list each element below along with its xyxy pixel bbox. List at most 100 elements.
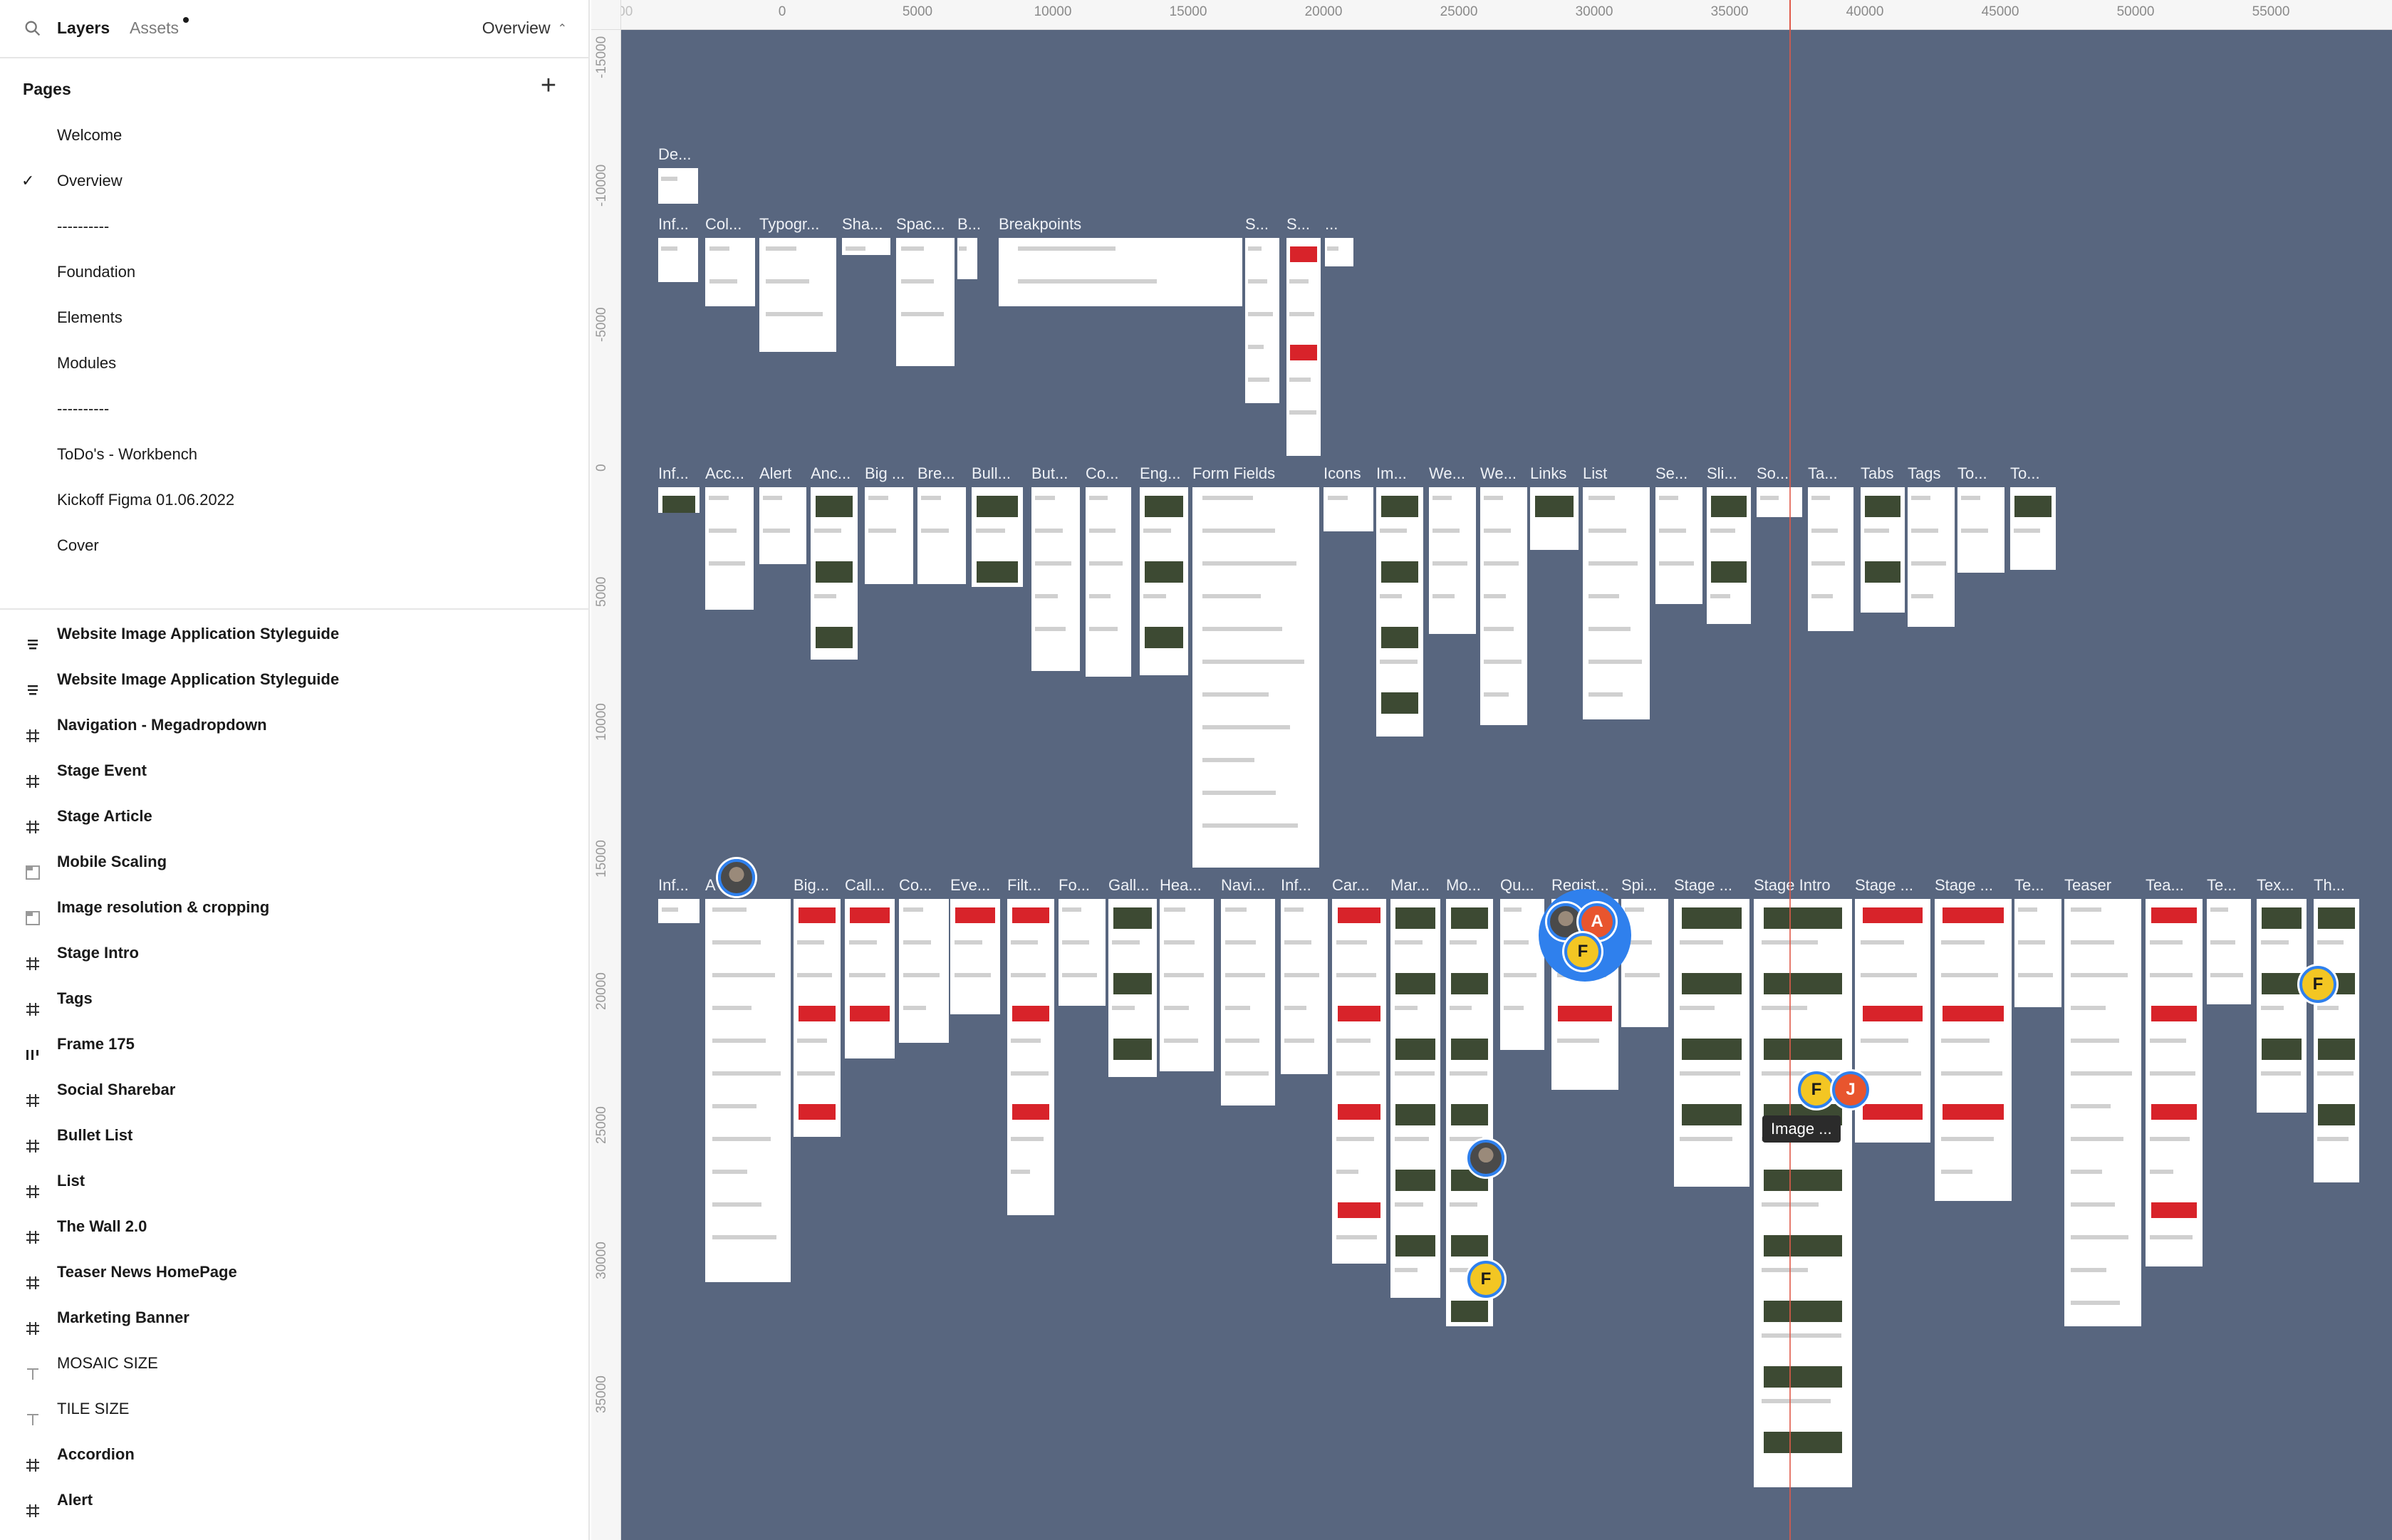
artboard-frame[interactable] bbox=[1530, 487, 1579, 550]
frame-title[interactable]: Teaser bbox=[2064, 876, 2112, 894]
page-item[interactable]: ---------- bbox=[0, 204, 588, 249]
artboard-frame[interactable] bbox=[759, 238, 836, 352]
artboard-frame[interactable] bbox=[1757, 487, 1802, 517]
layer-item[interactable]: Social Sharebar bbox=[0, 1067, 588, 1113]
artboard-frame[interactable] bbox=[1325, 238, 1353, 266]
tab-assets[interactable]: Assets bbox=[130, 19, 180, 37]
artboard-frame[interactable] bbox=[1855, 899, 1930, 1143]
frame-title[interactable]: Stage ... bbox=[1935, 876, 1993, 894]
frame-title[interactable]: To... bbox=[2010, 464, 2040, 482]
frame-title[interactable]: Anc... bbox=[811, 464, 851, 482]
collaborator-avatar[interactable] bbox=[718, 859, 755, 896]
page-switcher[interactable]: Overview⌃ bbox=[482, 19, 567, 38]
artboard-frame[interactable] bbox=[1376, 487, 1423, 737]
guide-ruler-marker[interactable] bbox=[1789, 0, 1791, 30]
frame-title[interactable]: Typogr... bbox=[759, 215, 820, 233]
frame-title[interactable]: Tex... bbox=[2257, 876, 2294, 894]
artboard-frame[interactable] bbox=[1281, 899, 1328, 1074]
artboard-frame[interactable] bbox=[658, 238, 698, 282]
layer-item[interactable]: Tags bbox=[0, 976, 588, 1021]
frame-title[interactable]: Se... bbox=[1655, 464, 1688, 482]
page-item[interactable]: Foundation bbox=[0, 249, 588, 295]
frame-title[interactable]: Gall... bbox=[1108, 876, 1150, 894]
artboard-frame[interactable] bbox=[1480, 487, 1527, 725]
layer-item[interactable]: Frame 175 bbox=[0, 1021, 588, 1067]
frame-title[interactable]: Alert bbox=[759, 464, 792, 482]
artboard-frame[interactable] bbox=[865, 487, 913, 584]
frame-title[interactable]: So... bbox=[1757, 464, 1789, 482]
artboard-frame[interactable] bbox=[1500, 899, 1544, 1050]
frame-title[interactable]: Navi... bbox=[1221, 876, 1266, 894]
frame-title[interactable]: Spac... bbox=[896, 215, 945, 233]
artboard-frame[interactable] bbox=[794, 899, 841, 1137]
artboard-frame[interactable] bbox=[658, 168, 698, 204]
artboard-frame[interactable] bbox=[1621, 899, 1668, 1027]
layer-item[interactable]: Image resolution & cropping bbox=[0, 885, 588, 930]
artboard-frame[interactable] bbox=[1160, 899, 1214, 1071]
layer-item[interactable]: Alert bbox=[0, 1477, 588, 1523]
artboard-frame[interactable] bbox=[845, 899, 895, 1058]
layer-item[interactable]: Navigation - Megadropdown bbox=[0, 702, 588, 748]
frame-title[interactable]: Col... bbox=[705, 215, 742, 233]
artboard-frame[interactable] bbox=[1908, 487, 1955, 627]
artboard-frame[interactable] bbox=[1140, 487, 1188, 675]
page-item[interactable]: Modules bbox=[0, 340, 588, 386]
frame-title[interactable]: Mar... bbox=[1390, 876, 1430, 894]
frame-title[interactable]: Stage ... bbox=[1674, 876, 1732, 894]
artboard-frame[interactable] bbox=[1935, 899, 2012, 1201]
frame-title[interactable]: Inf... bbox=[1281, 876, 1311, 894]
artboard-frame[interactable] bbox=[1221, 899, 1275, 1105]
frame-title[interactable]: De... bbox=[658, 145, 692, 163]
horizontal-ruler[interactable]: -500005000100001500020000250003000035000… bbox=[591, 0, 2392, 30]
frame-title[interactable]: Acc... bbox=[705, 464, 745, 482]
frame-title[interactable]: Th... bbox=[2314, 876, 2346, 894]
artboard-frame[interactable] bbox=[972, 487, 1023, 587]
search-icon[interactable] bbox=[23, 19, 43, 38]
frame-title[interactable]: Filt... bbox=[1007, 876, 1041, 894]
frame-title[interactable]: Ta... bbox=[1808, 464, 1838, 482]
frame-title[interactable]: Stage Intro bbox=[1754, 876, 1831, 894]
artboard-frame[interactable] bbox=[2014, 899, 2061, 1007]
frame-title[interactable]: Eng... bbox=[1140, 464, 1181, 482]
artboard-frame[interactable] bbox=[1324, 487, 1373, 531]
artboard-frame[interactable] bbox=[1808, 487, 1853, 631]
artboard-frame[interactable] bbox=[1007, 899, 1054, 1215]
artboard-frame[interactable] bbox=[2257, 899, 2307, 1113]
frame-title[interactable]: Eve... bbox=[950, 876, 991, 894]
frame-title[interactable]: Co... bbox=[1086, 464, 1119, 482]
artboard-frame[interactable] bbox=[1674, 899, 1749, 1187]
frame-title[interactable]: Im... bbox=[1376, 464, 1407, 482]
artboard-frame[interactable] bbox=[1957, 487, 2004, 573]
artboard-frame[interactable] bbox=[2207, 899, 2251, 1004]
artboard-frame[interactable] bbox=[1390, 899, 1440, 1298]
artboard-frame[interactable] bbox=[1429, 487, 1476, 634]
artboard-frame[interactable] bbox=[1086, 487, 1131, 677]
collaborator-avatar[interactable]: F bbox=[1564, 933, 1601, 970]
artboard-frame[interactable] bbox=[705, 487, 754, 610]
frame-title[interactable]: Qu... bbox=[1500, 876, 1534, 894]
layer-item[interactable]: List bbox=[0, 1158, 588, 1204]
layer-item[interactable]: Stage Article bbox=[0, 794, 588, 839]
frame-title[interactable]: Te... bbox=[2207, 876, 2237, 894]
frame-title[interactable]: Icons bbox=[1324, 464, 1361, 482]
frame-title[interactable]: Bre... bbox=[917, 464, 955, 482]
frame-title[interactable]: We... bbox=[1480, 464, 1517, 482]
layer-item[interactable]: Accordion bbox=[0, 1432, 588, 1477]
frame-title[interactable]: List bbox=[1583, 464, 1608, 482]
layer-item[interactable]: Teaser News HomePage bbox=[0, 1249, 588, 1295]
layer-item[interactable]: Stage Intro bbox=[0, 930, 588, 976]
frame-title[interactable]: S... bbox=[1286, 215, 1311, 233]
artboard-frame[interactable] bbox=[1245, 238, 1279, 403]
frame-title[interactable]: Hea... bbox=[1160, 876, 1202, 894]
artboard-frame[interactable] bbox=[957, 238, 977, 279]
frame-title[interactable]: Spi... bbox=[1621, 876, 1658, 894]
frame-title[interactable]: Car... bbox=[1332, 876, 1370, 894]
page-item[interactable]: ToDo's - Workbench bbox=[0, 432, 588, 477]
artboard-frame[interactable] bbox=[999, 238, 1242, 306]
artboard-frame[interactable] bbox=[2146, 899, 2203, 1266]
layer-item[interactable]: Website Image Application Styleguide bbox=[0, 611, 588, 657]
frame-title[interactable]: Stage ... bbox=[1855, 876, 1913, 894]
layer-item[interactable]: Bullet List bbox=[0, 1113, 588, 1158]
artboard-frame[interactable] bbox=[1059, 899, 1106, 1006]
frame-title[interactable]: Inf... bbox=[658, 464, 689, 482]
